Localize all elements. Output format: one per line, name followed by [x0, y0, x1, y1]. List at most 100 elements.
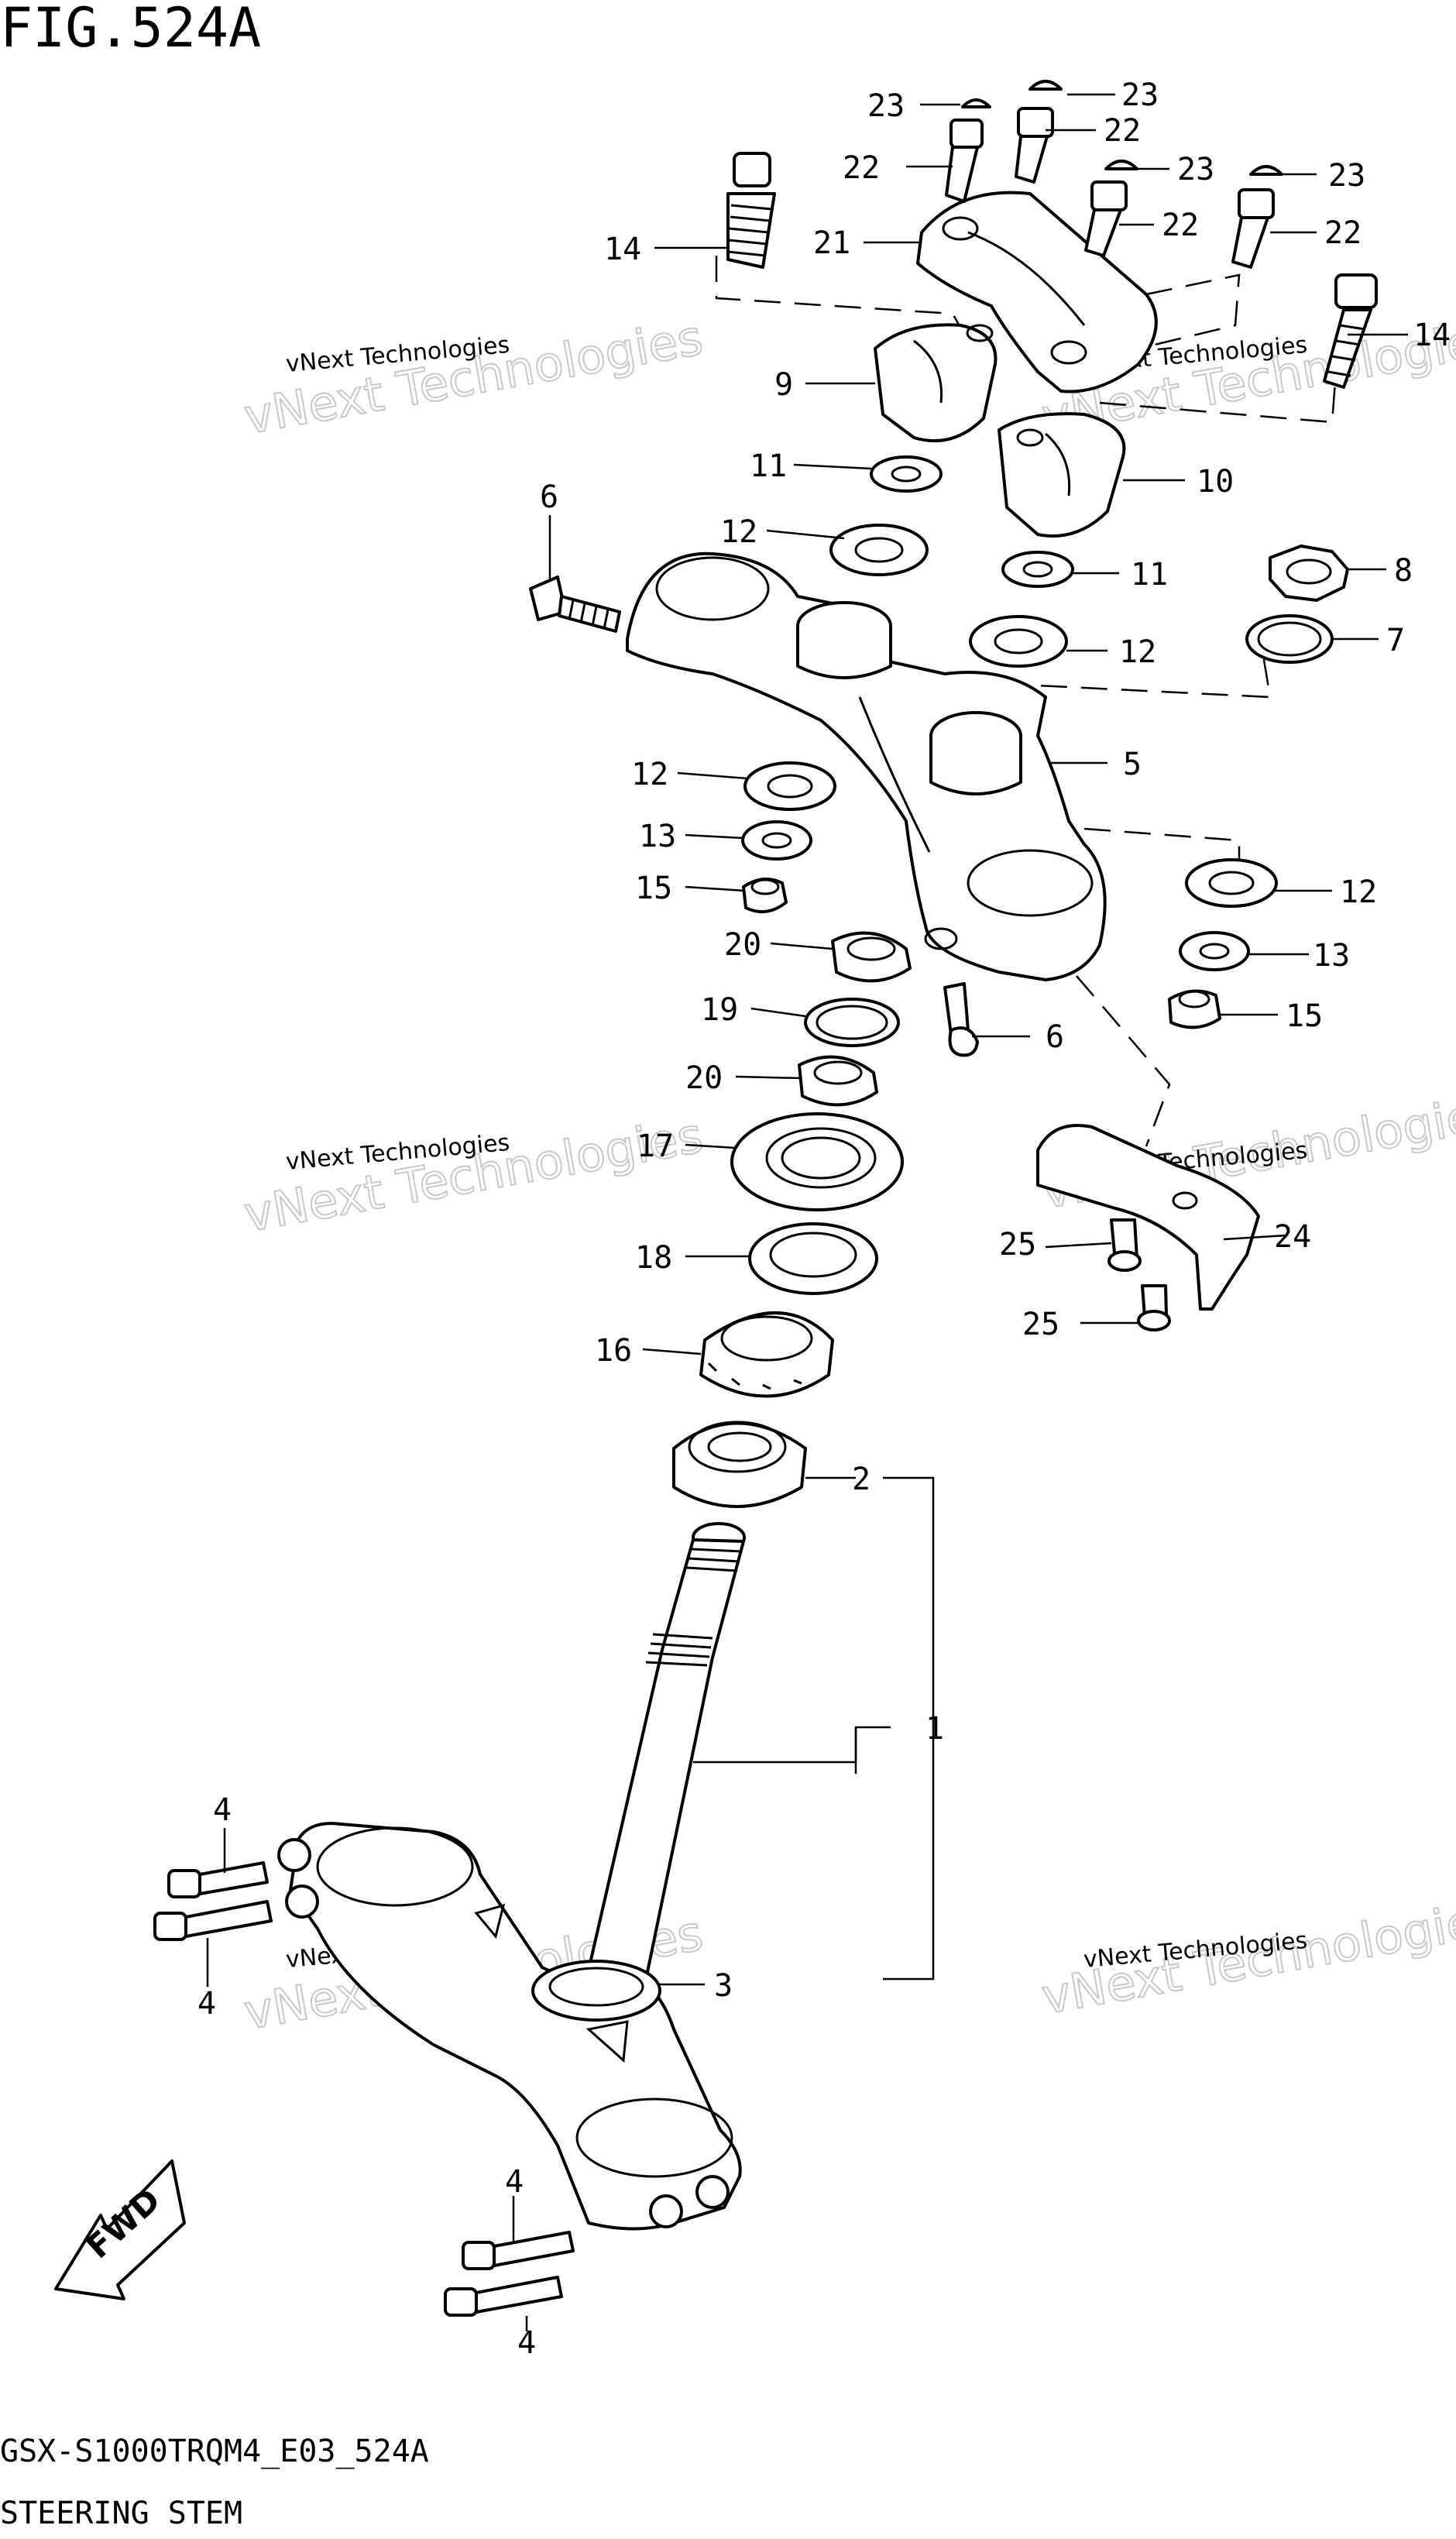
callout-20: 20	[685, 1060, 723, 1096]
callout-23: 23	[867, 88, 905, 124]
callout-18: 18	[635, 1240, 672, 1276]
callout-20: 20	[724, 927, 761, 963]
callout-21: 21	[813, 225, 850, 261]
seal-3	[531, 1960, 661, 2022]
lock-nut-20-upper	[831, 931, 912, 983]
bolt-14-right	[1323, 273, 1378, 389]
callout-4: 4	[505, 2164, 524, 2200]
washer-19	[804, 998, 900, 1047]
spacer-13-right	[1179, 931, 1250, 971]
callout-19: 19	[701, 992, 738, 1028]
callout-8: 8	[1394, 553, 1413, 589]
callout-labels: 23 23 23 23 22 22 22 22 21 14 14 9 10 11…	[197, 77, 1451, 2361]
callout-22: 22	[1324, 215, 1362, 251]
washer-11-left	[870, 455, 943, 493]
callout-12: 12	[1340, 874, 1377, 910]
bolt-4-upper-b	[153, 1900, 273, 1941]
bolt-14-left	[726, 152, 776, 269]
callout-10: 10	[1197, 464, 1234, 500]
callout-11: 11	[1131, 557, 1168, 593]
callout-23: 23	[1328, 158, 1365, 194]
nut-15-right	[1168, 989, 1221, 1029]
callout-15: 15	[1286, 998, 1323, 1034]
callout-23: 23	[1177, 152, 1214, 187]
callout-22: 22	[843, 150, 880, 186]
cap-23-a	[961, 98, 991, 108]
washer-11-right	[1001, 551, 1074, 588]
bearing-race-18	[748, 1222, 878, 1295]
dust-seal-17	[730, 1112, 904, 1211]
callout-16: 16	[595, 1333, 632, 1369]
model-code: GSX-S1000TRQM4_E03_524A	[0, 2434, 429, 2469]
lock-nut-20-lower	[798, 1055, 878, 1107]
callout-9: 9	[774, 367, 793, 403]
bolt-22-c	[1084, 180, 1128, 257]
bolt-22-b	[1015, 107, 1054, 184]
callout-4: 4	[517, 2325, 536, 2361]
callout-17: 17	[637, 1129, 674, 1164]
bearing-16	[699, 1311, 834, 1398]
watermark-mid-left: vNext Technologies vNext Technologies	[239, 1106, 708, 1244]
upper-bracket-5	[626, 551, 1107, 981]
callout-4: 4	[213, 1792, 232, 1828]
bolt-6-lower	[943, 982, 979, 1057]
callout-22: 22	[1104, 113, 1141, 149]
callout-6: 6	[1046, 1019, 1064, 1055]
callout-5: 5	[1123, 747, 1142, 782]
watermark-outline: vNext Technologies	[240, 309, 707, 445]
handlebar-holder-9	[874, 323, 998, 443]
callout-23: 23	[1121, 77, 1159, 113]
callout-13: 13	[639, 819, 676, 854]
callout-12: 12	[1119, 634, 1156, 670]
callout-1: 1	[925, 1711, 944, 1747]
lower-bracket	[277, 1822, 742, 2231]
callout-25: 25	[999, 1227, 1036, 1263]
bolt-6-left	[529, 575, 621, 633]
callout-6: 6	[540, 479, 558, 515]
cushion-12-b	[969, 615, 1068, 668]
bearing-2	[672, 1421, 807, 1508]
cap-23-b	[1028, 80, 1063, 91]
watermark-top-left: vNext Technologies vNext Technologies	[239, 308, 708, 446]
section-name: STEERING STEM	[0, 2496, 242, 2531]
bolt-22-d	[1231, 188, 1275, 269]
handlebar-clamp-upper-21	[916, 191, 1158, 393]
cap-23-c	[1104, 160, 1138, 170]
forward-direction-badge: FWD	[54, 2159, 186, 2300]
callout-3: 3	[714, 1968, 733, 2004]
callout-14: 14	[1413, 318, 1451, 353]
figure-title: FIG.524A	[0, 0, 261, 60]
callout-15: 15	[635, 871, 672, 906]
callout-2: 2	[852, 1462, 871, 1497]
handlebar-holder-10	[998, 412, 1126, 538]
callout-12: 12	[631, 757, 668, 792]
callout-25: 25	[1022, 1307, 1059, 1342]
callout-12: 12	[720, 514, 757, 550]
stem-nut-8	[1269, 545, 1349, 602]
cushion-12-c	[743, 761, 836, 811]
cushion-12-a	[829, 524, 929, 576]
nut-15-left	[742, 878, 788, 914]
callout-4: 4	[197, 1986, 216, 2022]
callout-22: 22	[1162, 208, 1199, 243]
bolt-25-lower	[1137, 1284, 1171, 1331]
leader-lines	[206, 93, 1408, 2331]
callout-11: 11	[750, 448, 787, 484]
cushion-12-d	[1185, 858, 1278, 908]
callout-24: 24	[1274, 1219, 1311, 1255]
callout-7: 7	[1386, 623, 1405, 658]
watermark-outline: vNext Technologies	[240, 1107, 707, 1243]
bolt-4-lower-a	[462, 2231, 575, 2270]
cap-23-d	[1249, 165, 1283, 176]
bolt-25-upper	[1107, 1218, 1142, 1272]
bolt-22-a	[945, 119, 984, 203]
bolt-4-lower-b	[444, 2276, 563, 2317]
callout-14: 14	[604, 232, 641, 267]
spacer-13-left	[741, 820, 812, 861]
watermark-low-right: vNext Technologies vNext Technologies	[1037, 1888, 1456, 2026]
callout-13: 13	[1313, 938, 1350, 974]
cover-24	[1036, 1124, 1260, 1311]
bolt-4-upper-a	[167, 1861, 269, 1898]
washer-7	[1245, 614, 1334, 664]
